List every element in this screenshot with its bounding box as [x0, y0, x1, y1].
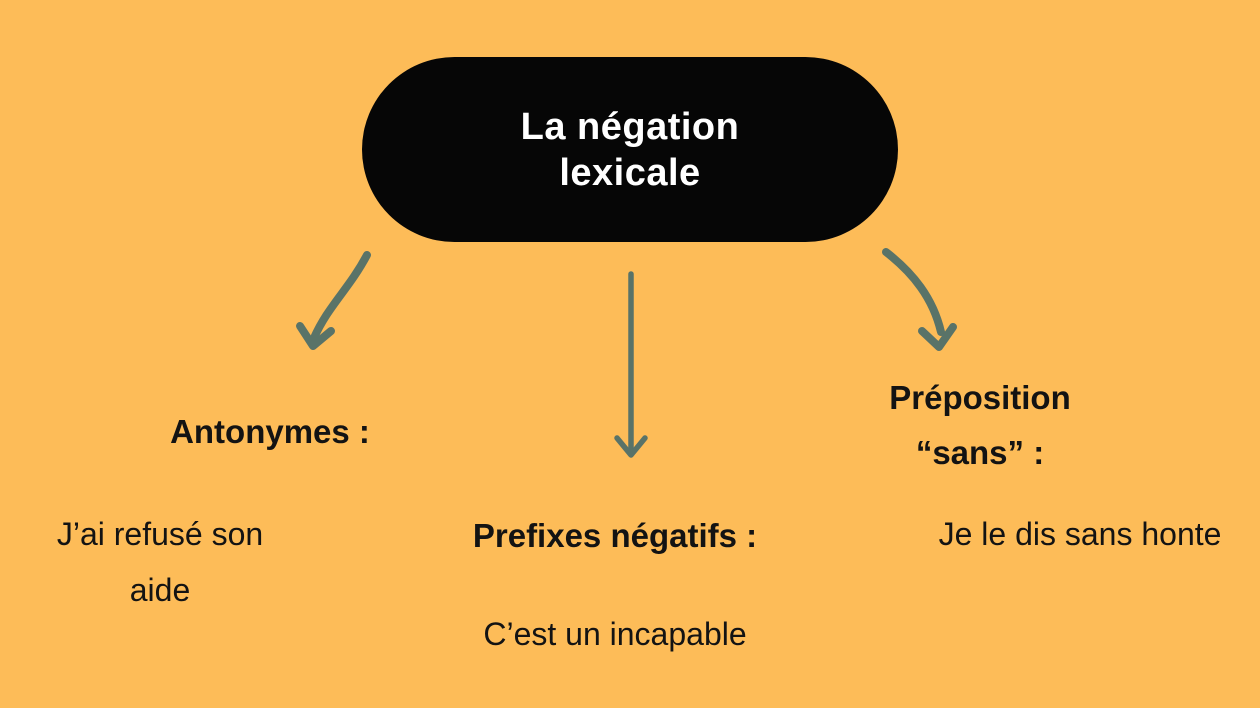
branch-heading-preposition: Préposition “sans” : — [850, 370, 1110, 480]
heading-line: Antonymes : — [170, 413, 370, 450]
heading-line: “sans” : — [915, 434, 1045, 471]
example-line: aide — [129, 572, 191, 608]
example-line: J’ai refusé son — [56, 516, 264, 552]
heading-line: Préposition — [889, 379, 1071, 416]
arrow-down-left-icon — [296, 251, 371, 350]
branch-example-antonymes: J’ai refusé son aide — [10, 506, 310, 618]
root-title-line-2: lexicale — [559, 151, 701, 194]
arrow-down-right-icon — [882, 248, 957, 351]
heading-line: Prefixes négatifs : — [472, 517, 758, 554]
root-node: La négation lexicale — [362, 57, 898, 242]
branch-heading-antonymes: Antonymes : — [120, 404, 420, 459]
branch-example-prefixes: C’est un incapable — [420, 606, 810, 662]
branch-example-preposition: Je le dis sans honte — [900, 506, 1260, 562]
root-title-line-1: La négation — [520, 105, 740, 148]
example-line: C’est un incapable — [483, 616, 747, 652]
example-line: Je le dis sans honte — [938, 516, 1222, 552]
arrow-down-icon — [614, 271, 648, 458]
branch-heading-prefixes: Prefixes négatifs : — [420, 508, 810, 563]
